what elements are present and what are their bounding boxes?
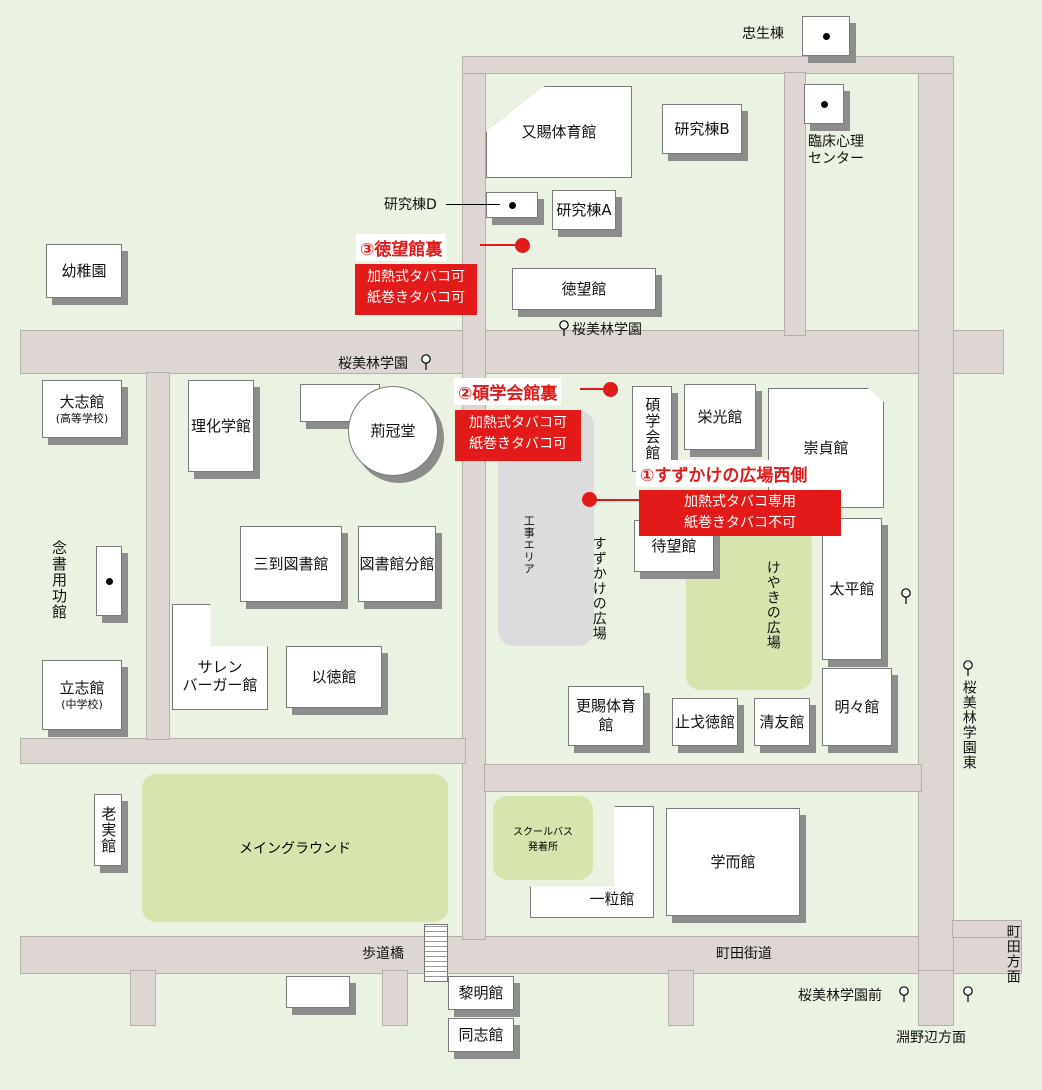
road-main-horizontal [20, 330, 1004, 374]
entrance-dot [105, 577, 113, 585]
smoking-area-2-line1: 加熱式タバコ可 [469, 415, 567, 431]
unnamed-building[interactable] [286, 976, 350, 1008]
sekigakkai-building[interactable]: 碩学会館 [632, 386, 672, 472]
smoking-area-1-line1: 加熱式タバコ専用 [684, 494, 796, 510]
entrance-dot [508, 201, 516, 209]
seiyu-building[interactable]: 清友館 [754, 698, 810, 746]
chuseito-building[interactable] [802, 16, 850, 56]
bus-stop-icon[interactable] [962, 986, 974, 1003]
nensho-label: 念書用功館 [50, 540, 68, 620]
risshi-building[interactable]: 立志館 (中学校) [42, 660, 122, 730]
smoking-area-2-marker[interactable] [603, 382, 618, 397]
bus-stop-icon[interactable] [900, 588, 912, 605]
road-south-2 [382, 970, 408, 1026]
gakuji-building[interactable]: 学而館 [666, 808, 800, 916]
smoking-area-1-box: 加熱式タバコ専用 紙巻きタバコ不可 [639, 490, 841, 536]
eiko-building[interactable]: 栄光館 [684, 384, 756, 450]
chuseito-label: 忠生棟 [742, 26, 784, 42]
rinsho-label: 臨床心理 センター [808, 134, 864, 167]
kenkyu-d-label: 研究棟D [384, 197, 437, 213]
kenkyu-d-building[interactable] [486, 192, 538, 218]
rojitsu-building[interactable]: 老実館 [94, 794, 122, 866]
kenkyu-b-building[interactable]: 研究棟B [662, 104, 742, 154]
tapei-building[interactable]: 太平館 [822, 518, 882, 660]
reimei-building[interactable]: 黎明館 [448, 976, 514, 1010]
smoking-area-3-line1: 加熱式タバコ可 [367, 269, 465, 285]
smoking-area-1-line2: 紙巻きタバコ不可 [684, 515, 796, 531]
road-top [462, 56, 954, 74]
yochien-building[interactable]: 幼稚園 [46, 244, 122, 298]
road-north-mid [784, 72, 806, 336]
bus-stop-obirin-mae-label: 桜美林学園前 [798, 988, 882, 1004]
risshi-sub: (中学校) [61, 697, 103, 711]
pedestrian-bridge-label: 歩道橋 [362, 946, 404, 962]
bus-stop-obirin-north-label: 桜美林学園 [572, 322, 642, 338]
pedestrian-bridge [424, 924, 448, 982]
road-central-vertical [462, 58, 486, 940]
keyaki-plaza-label: けやきの広場 [764, 560, 781, 650]
bus-stop-obirin-east-label: 桜美林学園東 [960, 680, 977, 770]
smoking-area-3-line2: 紙巻きタバコ可 [367, 290, 465, 306]
road-east-vertical [918, 56, 954, 1022]
road-south-west [20, 738, 466, 764]
taishi-name: 大志館 [59, 392, 105, 411]
bus-stop-icon[interactable] [898, 986, 910, 1003]
road-west-inner [146, 372, 170, 740]
sutei-building[interactable]: 崇貞館 [768, 388, 884, 508]
santo-library[interactable]: 三到図書館 [240, 526, 342, 602]
meimei-building[interactable]: 明々館 [822, 668, 892, 746]
smoking-area-3-line [480, 244, 520, 246]
toshobunkan-building[interactable]: 図書館分館 [358, 526, 436, 602]
construction-area-label: 工事エリア [522, 515, 536, 575]
smoking-area-2-line2: 紙巻きタバコ可 [469, 436, 567, 452]
itoku-building[interactable]: 以徳館 [286, 646, 382, 708]
fuchinobe-direction-label: 淵野辺方面 [896, 1030, 966, 1046]
taishi-sub: (高等学校) [55, 411, 109, 425]
bus-stop-icon[interactable] [962, 660, 974, 677]
machida-direction-label: 町田方面 [1004, 924, 1021, 984]
entrance-dot [820, 100, 828, 108]
rinsho-building[interactable] [804, 84, 844, 124]
risshi-name: 立志館 [59, 678, 105, 697]
tokubo-building[interactable]: 徳望館 [512, 268, 656, 310]
keikando-building[interactable]: 荊冠堂 [348, 386, 438, 476]
kenkyu-a-building[interactable]: 研究棟A [552, 190, 616, 230]
road-south-3 [668, 970, 694, 1026]
entrance-dot [822, 32, 830, 40]
school-bus-area: スクールバス 発着所 [493, 796, 593, 880]
smoking-area-1-title: ①すずかけの広場西側 [636, 460, 812, 487]
smoking-area-3-title: ③徳望館裏 [356, 234, 447, 261]
road-south-1 [130, 970, 156, 1026]
smoking-area-2-line [580, 388, 608, 390]
salenberger-building[interactable]: サレン バーガー館 [172, 604, 268, 710]
main-ground: メイングラウンド [142, 774, 448, 922]
shikatoku-building[interactable]: 止戈徳館 [672, 698, 738, 746]
machida-kaido-label: 町田街道 [716, 946, 772, 962]
road-far-east [952, 920, 1022, 938]
smoking-area-2-title: ②碩学会館裏 [454, 378, 562, 405]
bus-stop-icon[interactable] [420, 354, 432, 371]
taishi-building[interactable]: 大志館 (高等学校) [42, 380, 122, 438]
koshi-gym[interactable]: 更賜体育館 [568, 686, 644, 746]
road-machida-kaido [20, 936, 1022, 974]
doshisha-building[interactable]: 同志館 [448, 1018, 514, 1052]
suzukake-plaza-label: すずかけの広場 [590, 536, 607, 641]
mataka-gym[interactable]: 又賜体育館 [486, 86, 632, 178]
bus-stop-obirin-main-label: 桜美林学園 [338, 356, 408, 372]
smoking-area-1-marker[interactable] [582, 492, 597, 507]
bus-stop-icon[interactable] [558, 320, 570, 337]
nensho-building[interactable] [96, 546, 122, 616]
smoking-area-3-box: 加熱式タバコ可 紙巻きタバコ可 [355, 264, 477, 315]
rikagaku-building[interactable]: 理化学館 [188, 380, 254, 472]
kenkyu-d-leader-line [446, 204, 500, 205]
smoking-area-2-box: 加熱式タバコ可 紙巻きタバコ可 [455, 410, 581, 461]
road-south-4 [918, 970, 954, 1026]
smoking-area-1-line [594, 499, 640, 501]
road-inner-east-west [484, 764, 922, 792]
smoking-area-3-marker[interactable] [515, 238, 530, 253]
